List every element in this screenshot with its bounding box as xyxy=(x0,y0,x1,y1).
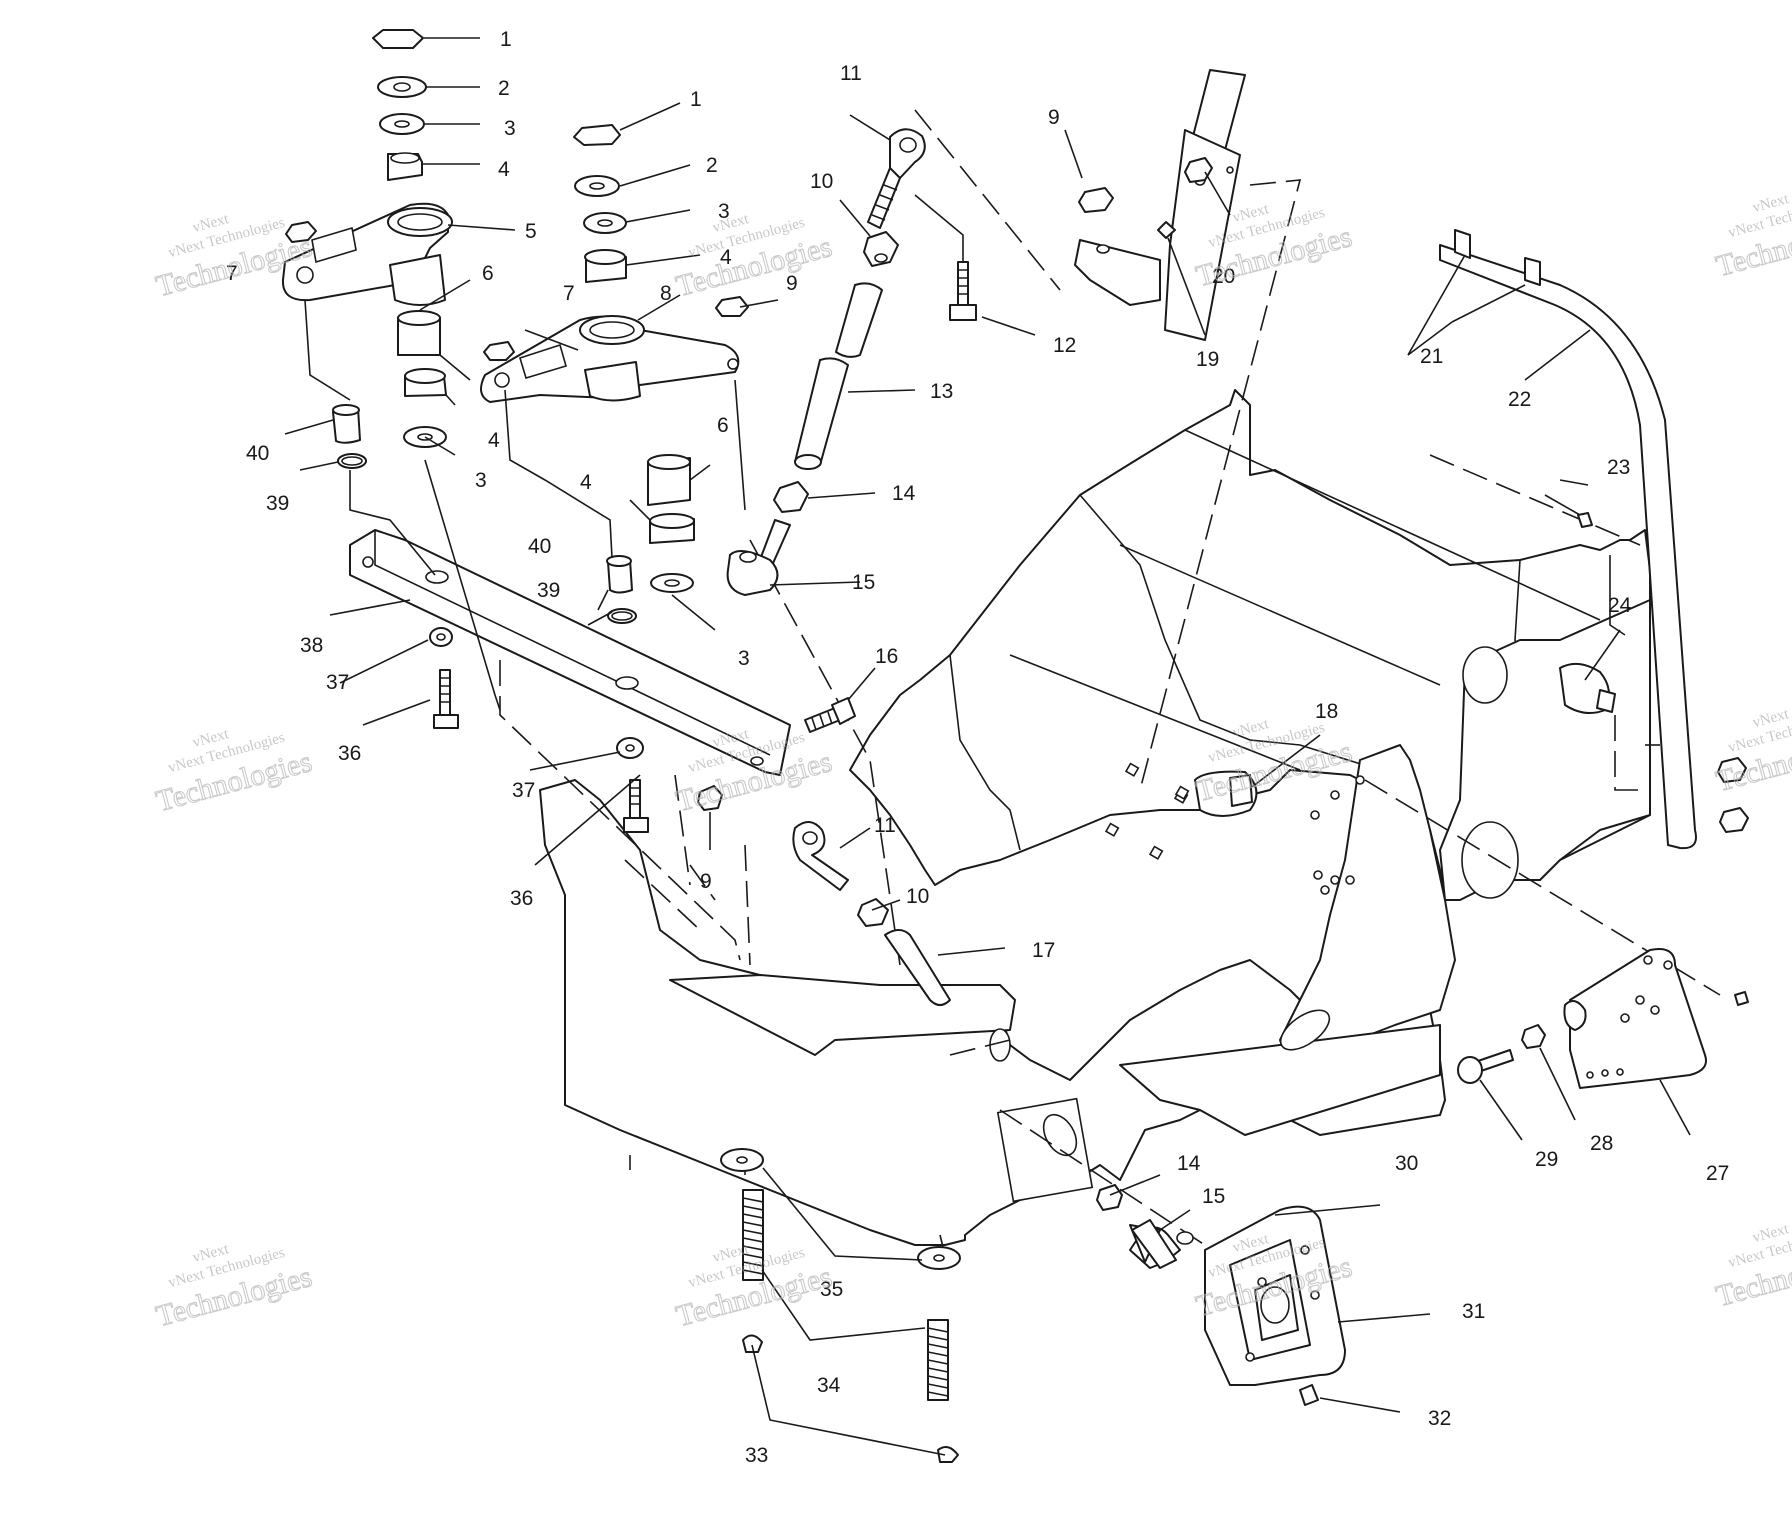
callout: 3 xyxy=(718,200,730,223)
mounting-plate xyxy=(1457,948,1707,1089)
callout: 11 xyxy=(874,814,896,837)
hex-nut xyxy=(1717,757,1747,783)
hex-nut xyxy=(863,231,899,267)
callout: 14 xyxy=(1177,1152,1201,1175)
clip xyxy=(742,1334,763,1353)
callout: 7 xyxy=(563,282,575,305)
callout: 27 xyxy=(1706,1162,1729,1185)
callout: 12 xyxy=(1053,334,1076,357)
callout: 13 xyxy=(930,380,953,403)
tie-rod-assembly xyxy=(726,128,1194,1269)
callout: 3 xyxy=(475,469,487,492)
callout: 2 xyxy=(706,154,718,177)
callout: 4 xyxy=(720,246,732,269)
hex-nut xyxy=(1521,1024,1546,1049)
bolt xyxy=(957,261,969,306)
callout: 16 xyxy=(875,645,898,668)
callout: 4 xyxy=(580,471,592,494)
callout: 33 xyxy=(745,1444,768,1467)
hex-nut xyxy=(773,481,809,513)
hex-nut xyxy=(573,124,621,146)
callout: 10 xyxy=(906,885,929,908)
callout: 4 xyxy=(488,429,500,452)
callout: 17 xyxy=(1032,939,1055,962)
callout: 20 xyxy=(1212,265,1235,288)
rod-sleeve xyxy=(835,282,883,358)
rod-sleeve xyxy=(884,929,951,1006)
callout: 6 xyxy=(482,262,494,285)
left-bellcrank-assembly xyxy=(281,29,453,469)
leader-lines xyxy=(284,37,1691,1456)
callout: 1 xyxy=(690,88,702,111)
callout: 14 xyxy=(892,482,916,505)
callout: 36 xyxy=(510,887,533,910)
callout: 38 xyxy=(300,634,323,657)
bolt xyxy=(629,779,641,819)
tunnel-frame xyxy=(539,389,1651,1246)
callout: 7 xyxy=(226,262,238,285)
callout: 18 xyxy=(1315,700,1338,723)
callout: 3 xyxy=(738,647,750,670)
callout: 19 xyxy=(1196,348,1219,371)
hex-nut xyxy=(1096,1184,1123,1211)
callout: 34 xyxy=(817,1374,841,1397)
cross-bar xyxy=(349,529,791,833)
callout: 32 xyxy=(1428,1407,1451,1430)
hex-nut xyxy=(1184,157,1213,183)
callout: 10 xyxy=(810,170,833,193)
callout: 37 xyxy=(326,671,349,694)
bushing xyxy=(332,407,361,444)
callout: 15 xyxy=(852,571,875,594)
callout: 9 xyxy=(700,870,712,893)
hex-nut xyxy=(697,785,723,811)
callout: 9 xyxy=(1048,106,1060,129)
callout: 2 xyxy=(498,77,510,100)
hex-nut xyxy=(857,898,889,927)
callout: 40 xyxy=(246,442,269,465)
rod-end xyxy=(792,821,849,891)
hex-nut xyxy=(1719,807,1749,833)
callout: 30 xyxy=(1395,1152,1418,1175)
callout: 39 xyxy=(266,492,289,515)
tie-rod-tube xyxy=(794,357,849,468)
callout: 29 xyxy=(1535,1148,1558,1171)
callout: 22 xyxy=(1508,388,1531,411)
callout: 6 xyxy=(717,414,729,437)
callout: 31 xyxy=(1462,1300,1485,1323)
footrest-bracket xyxy=(1204,1205,1346,1406)
callout: 24 xyxy=(1608,594,1632,617)
callout: 11 xyxy=(840,62,862,85)
hex-nut xyxy=(372,29,424,49)
callout: 23 xyxy=(1607,456,1630,479)
callout: 36 xyxy=(338,742,361,765)
callout: 5 xyxy=(525,220,537,243)
callout: 3 xyxy=(504,117,516,140)
hex-nut xyxy=(1078,187,1114,213)
rod-end xyxy=(889,128,926,179)
callout: 9 xyxy=(786,272,798,295)
callout: 15 xyxy=(1202,1185,1225,1208)
callout: 39 xyxy=(537,579,560,602)
callout: 28 xyxy=(1590,1132,1613,1155)
tunnel-holes xyxy=(1104,762,1365,895)
steering-post xyxy=(1074,69,1246,341)
callout: 37 xyxy=(512,779,535,802)
callout: 8 xyxy=(660,282,672,305)
bumper-tube xyxy=(1439,229,1697,850)
callout: 1 xyxy=(500,28,512,51)
callout-labels: 1 2 3 4 5 7 6 40 4 3 39 1 2 3 4 7 8 9 6 … xyxy=(226,28,1729,1467)
callout: 4 xyxy=(498,158,510,181)
callout: 35 xyxy=(820,1278,843,1301)
bolt xyxy=(439,669,451,716)
fasteners xyxy=(1078,157,1749,1006)
right-bellcrank-assembly xyxy=(480,124,749,624)
callout: 21 xyxy=(1420,345,1443,368)
spring-assembly xyxy=(720,1148,961,1463)
spring xyxy=(927,1319,949,1401)
clip xyxy=(937,1445,959,1463)
callout: 40 xyxy=(528,535,551,558)
bushing xyxy=(607,559,633,594)
